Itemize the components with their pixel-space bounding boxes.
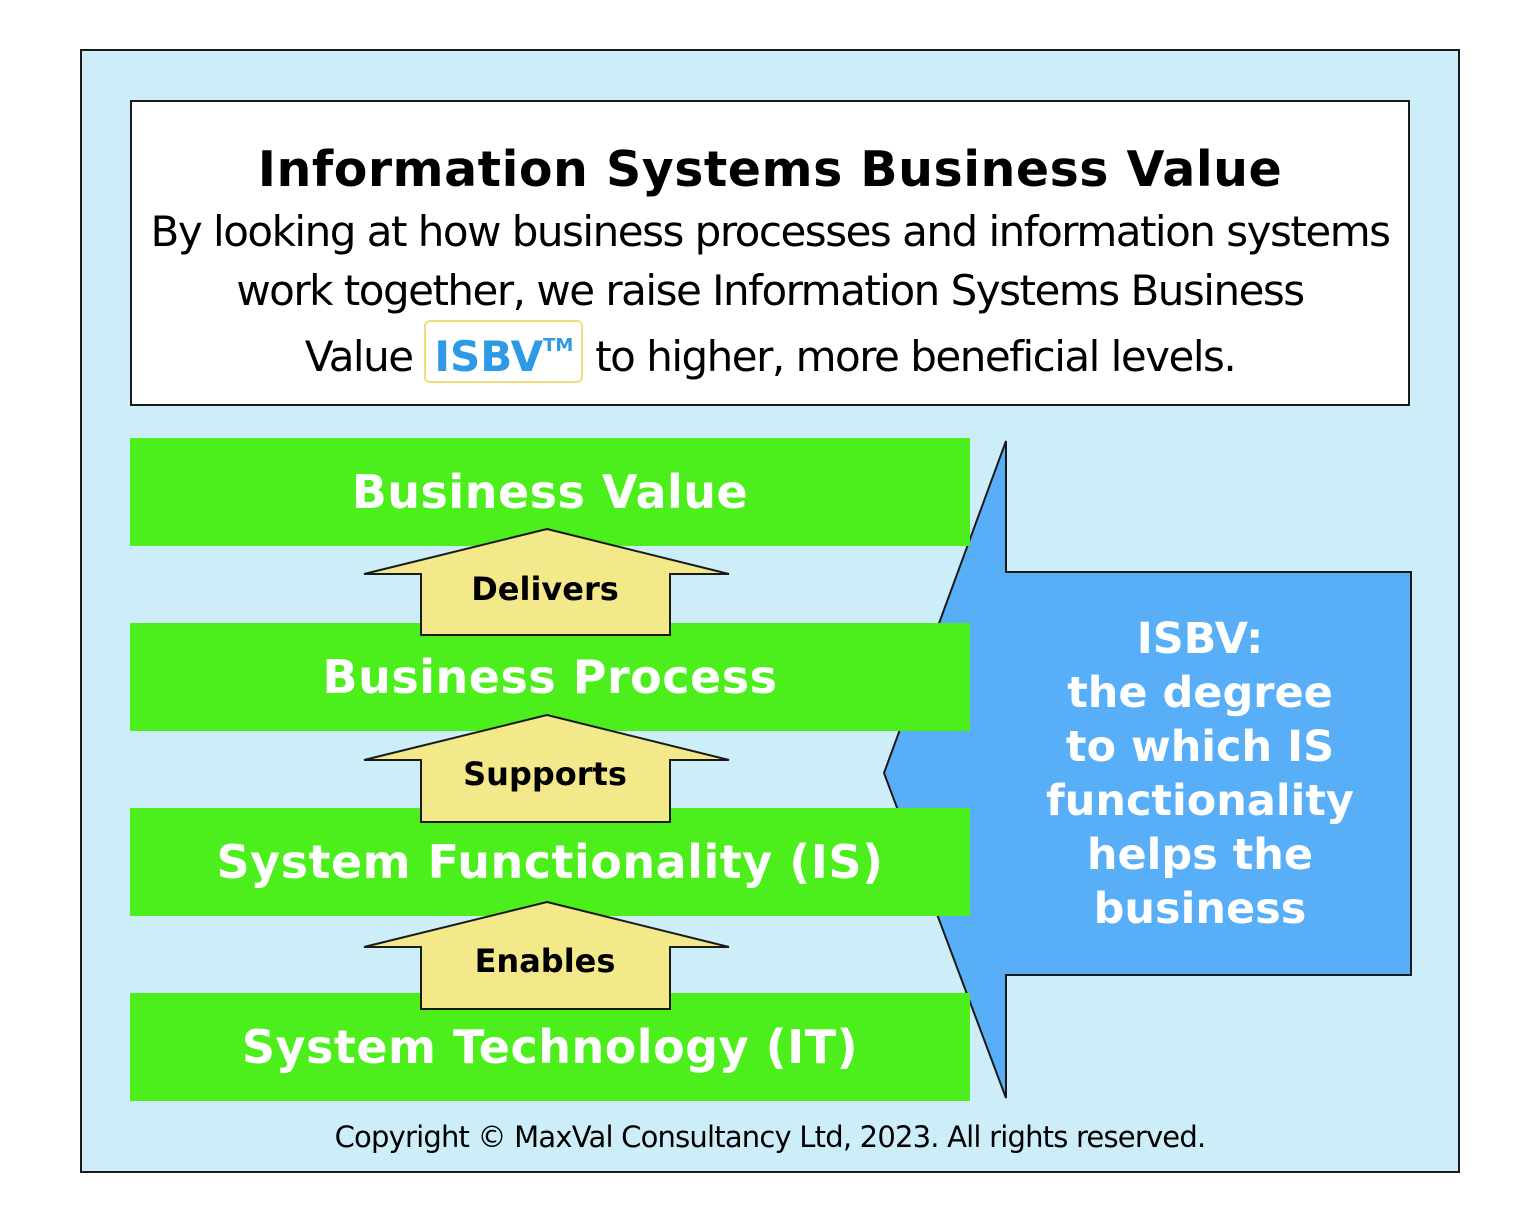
layer-label: System Technology (IT) xyxy=(241,1020,859,1074)
layer-label: Business Process xyxy=(322,650,778,704)
callout-line: functionality xyxy=(1046,776,1354,826)
up-arrow-enables xyxy=(363,900,730,1010)
intro-line-3-end: to higher, more beneficial levels. xyxy=(595,332,1237,381)
layer-system-technology: System Technology (IT) xyxy=(130,993,970,1101)
layer-business-process: Business Process xyxy=(130,623,970,731)
up-arrow-supports xyxy=(363,713,730,823)
isbv-badge: ISBVTM xyxy=(424,320,584,383)
arrow-label-delivers: Delivers xyxy=(471,570,619,608)
trademark-mark: TM xyxy=(543,335,574,356)
diagram-title: Information Systems Business Value xyxy=(257,141,1283,198)
up-arrow-delivers xyxy=(363,527,730,636)
header-box: Information Systems Business Value By lo… xyxy=(130,100,1410,406)
layer-business-value: Business Value xyxy=(130,438,970,546)
callout-line: to which IS xyxy=(1065,722,1335,772)
callout-text: ISBV: the degree to which IS functionali… xyxy=(1010,612,1390,936)
intro-line-1: By looking at how business processes and… xyxy=(150,207,1392,256)
arrow-label-supports: Supports xyxy=(463,755,627,793)
layer-label: System Functionality (IS) xyxy=(216,835,884,889)
isbv-badge-text: ISBV xyxy=(434,332,544,381)
callout-line: business xyxy=(1093,884,1307,934)
layer-label: Business Value xyxy=(351,465,749,519)
intro-line-2: work together, we raise Information Syst… xyxy=(236,266,1305,315)
callout-line: helps the xyxy=(1086,830,1314,880)
layer-system-functionality: System Functionality (IS) xyxy=(130,808,970,916)
callout-line: the degree xyxy=(1067,668,1333,718)
intro-line-3-start: Value xyxy=(304,332,414,381)
copyright-notice: Copyright © MaxVal Consultancy Ltd, 2023… xyxy=(334,1120,1207,1154)
callout-heading: ISBV: xyxy=(1136,614,1264,664)
arrow-label-enables: Enables xyxy=(474,942,616,980)
intro-text: By looking at how business processes and… xyxy=(132,202,1408,386)
intro-line-3: Value ISBVTM to higher, more beneficial … xyxy=(132,320,1408,386)
